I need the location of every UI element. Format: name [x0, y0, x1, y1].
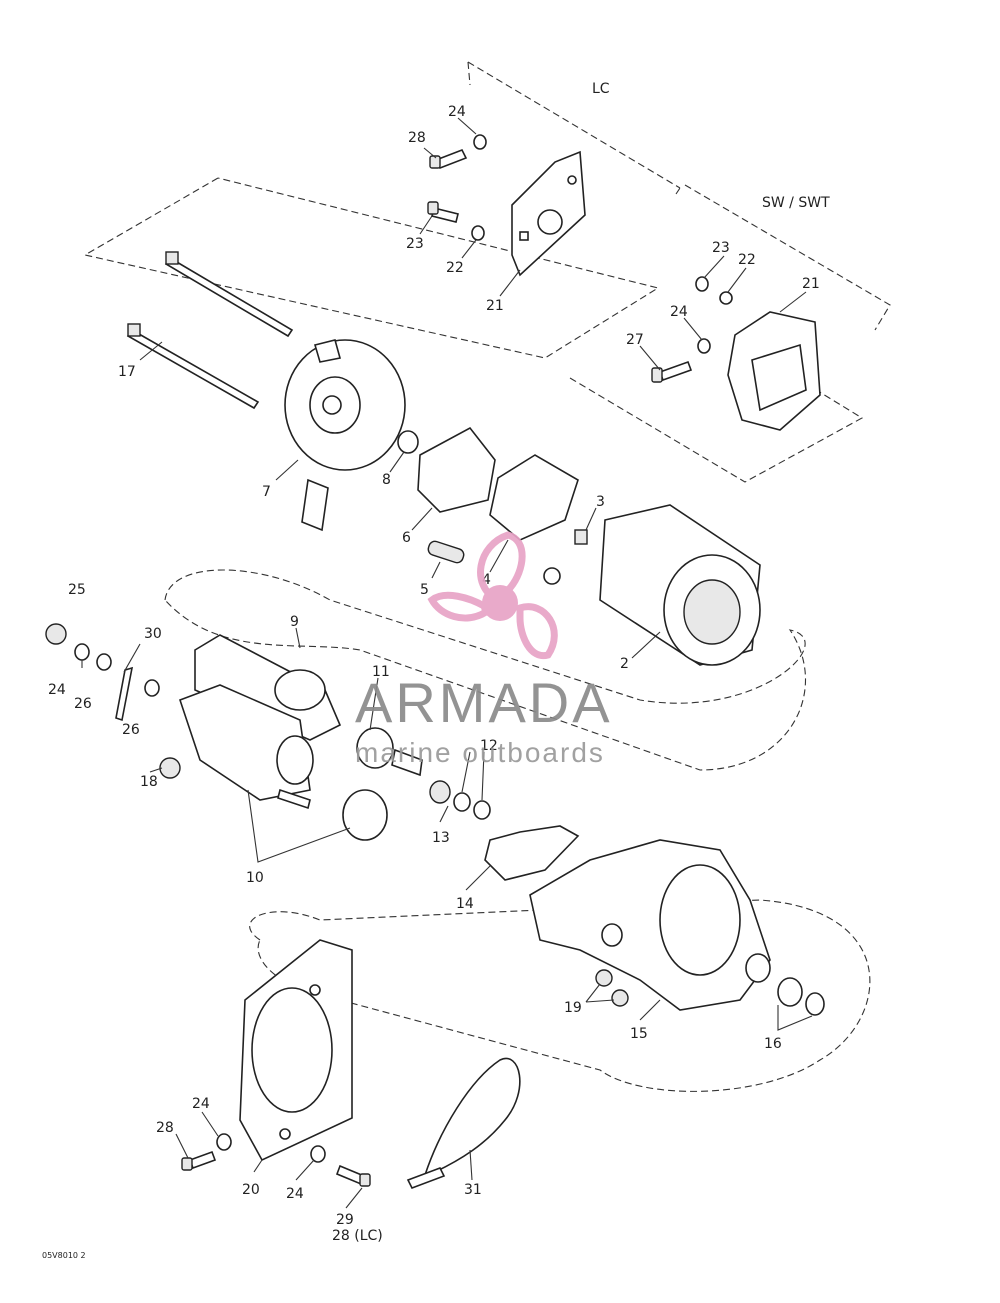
- callout-label: 23: [712, 240, 730, 256]
- bracket-fasteners: [181, 1133, 371, 1187]
- cable-tie-head: [406, 1166, 446, 1190]
- group-label-sw-swt: SW / SWT: [762, 195, 830, 211]
- rear-end-cover: [284, 339, 406, 532]
- callout-label: 30: [144, 626, 162, 642]
- callout-label: 24: [286, 1186, 304, 1202]
- retaining-rings: [429, 780, 491, 820]
- armature: [194, 634, 342, 741]
- callout-label: 29: [336, 1212, 354, 1228]
- callout-label: 31: [464, 1182, 482, 1198]
- parts: [45, 134, 825, 1190]
- brush: [574, 529, 588, 545]
- callout-label: 8: [382, 472, 391, 488]
- group-label-lc: LC: [592, 81, 610, 97]
- watermark-tagline: marine outboards: [355, 737, 605, 768]
- brush-plate: [417, 426, 496, 513]
- callout-label: 23: [406, 236, 424, 252]
- leader-lines: [81, 117, 813, 1209]
- callout-label: 2: [620, 656, 629, 672]
- callout-label: 28: [156, 1120, 174, 1136]
- callouts: 24 28 23 22 21 23 22 21 24 27 17 7 8 6 3…: [48, 104, 820, 1244]
- callout-label: 27: [626, 332, 644, 348]
- callout-label: 22: [446, 260, 464, 276]
- callout-label: 16: [764, 1036, 782, 1052]
- callout-label: 25: [68, 582, 86, 598]
- callout-label: 22: [738, 252, 756, 268]
- callout-label: 26: [122, 722, 140, 738]
- callout-label: 24: [670, 304, 688, 320]
- drive-housing: [529, 839, 771, 1011]
- callout-label: 10: [246, 870, 264, 886]
- callout-label: 26: [74, 696, 92, 712]
- callout-label: 20: [242, 1182, 260, 1198]
- propeller-logo-icon: [427, 531, 558, 660]
- tie-rods: [126, 251, 294, 410]
- callout-label: 24: [48, 682, 66, 698]
- yoke-field-frame: [543, 504, 761, 666]
- callout-label: 4: [482, 572, 491, 588]
- callout-label: 15: [630, 1026, 648, 1042]
- callout-label: 12: [480, 738, 498, 754]
- figure-code: 05V8010 2: [42, 1251, 86, 1260]
- mounting-bracket: [239, 939, 353, 1162]
- callout-label: 5: [420, 582, 429, 598]
- bushing: [397, 430, 419, 454]
- seal: [805, 992, 825, 1016]
- shift-lever: [484, 825, 580, 881]
- lc-screws: [427, 134, 487, 241]
- callout-label: 28: [408, 130, 426, 146]
- watermark-brand: ARMADA: [355, 671, 613, 734]
- pinion-gear: [356, 727, 423, 777]
- callout-label: 3: [596, 494, 605, 510]
- bushing: [777, 977, 803, 1007]
- callout-label: 14: [456, 896, 474, 912]
- lc-cover-plate: [511, 150, 586, 277]
- cable-tie: [423, 1057, 521, 1177]
- brush-spring: [427, 540, 465, 564]
- callout-label: 28 (LC): [332, 1228, 383, 1244]
- sw-cover-plate: [651, 276, 821, 431]
- nut: [595, 969, 613, 987]
- callout-label: 7: [262, 484, 271, 500]
- terminal-hardware: [45, 623, 181, 779]
- solenoid: [178, 684, 388, 841]
- callout-label: 24: [448, 104, 466, 120]
- callout-label: 24: [192, 1096, 210, 1112]
- callout-label: 13: [432, 830, 450, 846]
- callout-label: 19: [564, 1000, 582, 1016]
- callout-label: 21: [802, 276, 820, 292]
- nut: [611, 989, 629, 1007]
- callout-label: 11: [372, 664, 390, 680]
- callout-label: 21: [486, 298, 504, 314]
- brush-holder: [489, 454, 579, 541]
- callout-label: 6: [402, 530, 411, 546]
- watermark: ARMADA marine outboards: [355, 531, 613, 768]
- callout-label: 18: [140, 774, 158, 790]
- callout-label: 17: [118, 364, 136, 380]
- callout-label: 9: [290, 614, 299, 630]
